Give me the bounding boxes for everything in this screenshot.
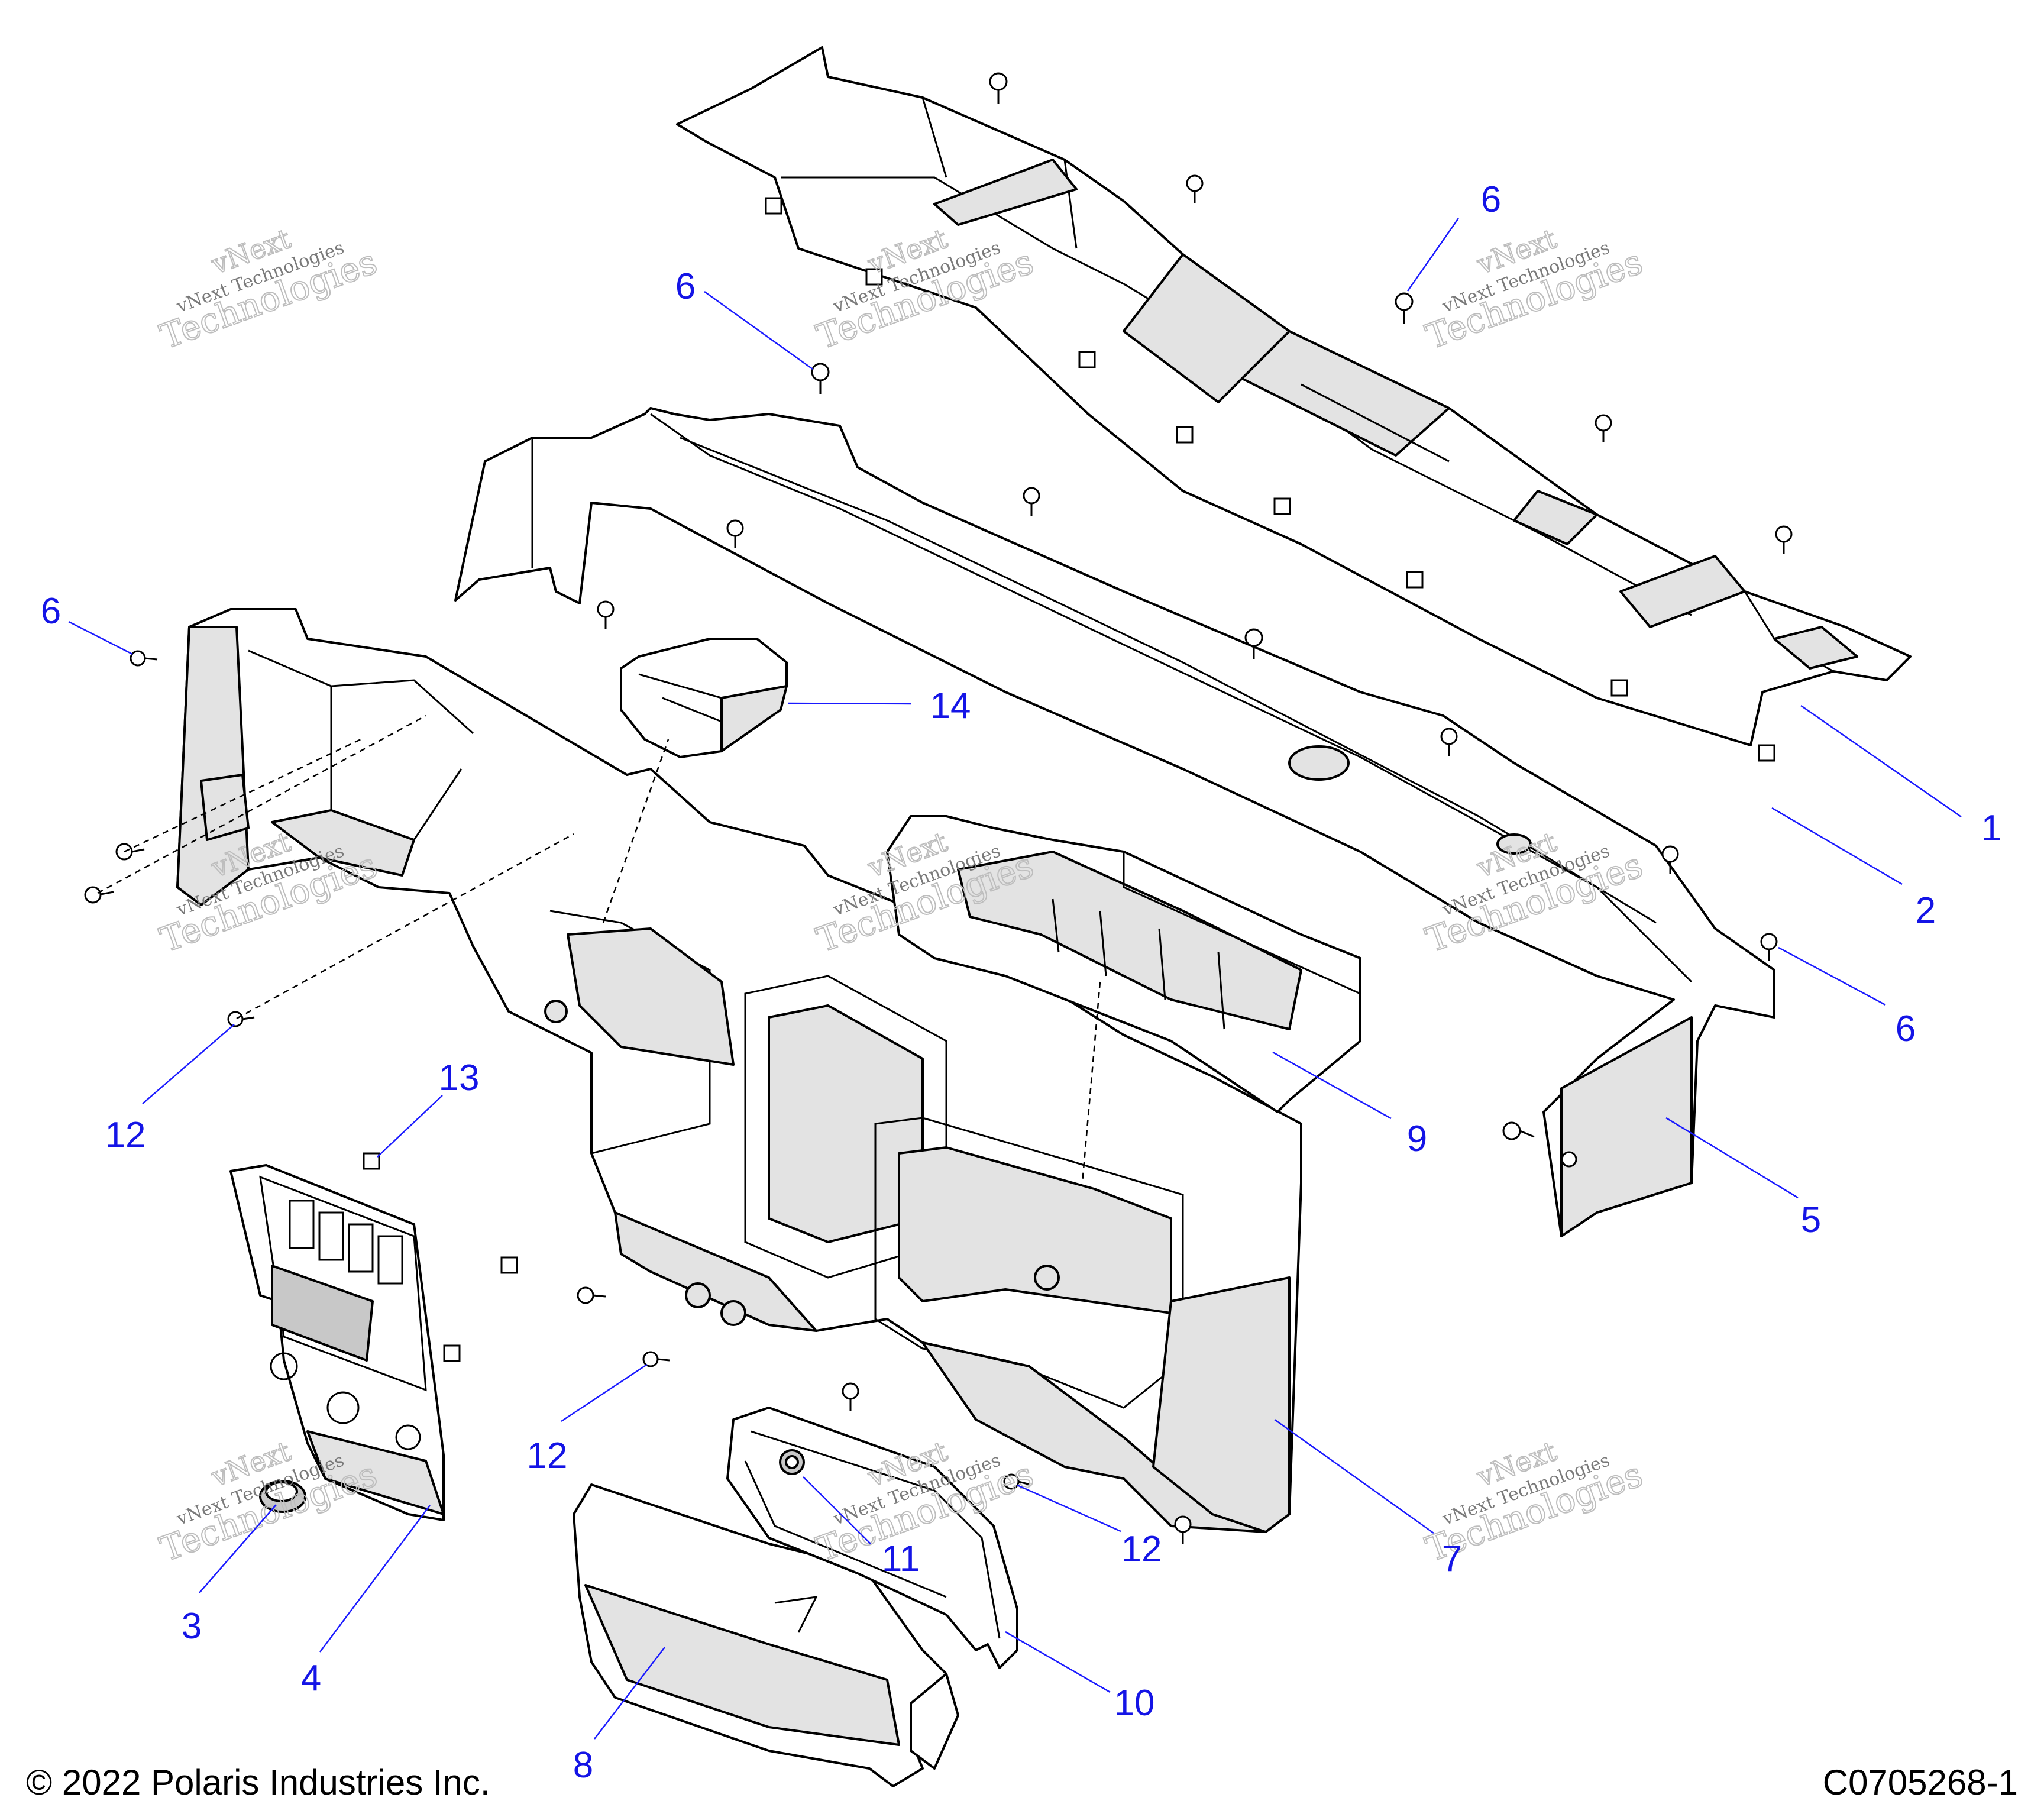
callout-8: 8 — [573, 1745, 593, 1786]
callout-7: 7 — [1442, 1538, 1462, 1579]
callout-11: 11 — [882, 1538, 920, 1579]
callout-14: 14 — [930, 686, 971, 726]
clip — [1273, 497, 1291, 515]
callout-5: 5 — [1801, 1200, 1821, 1240]
callout-1: 1 — [1981, 808, 2001, 849]
leader-12-b — [561, 1363, 648, 1422]
leader-11 — [803, 1476, 871, 1544]
clip — [765, 197, 782, 215]
screw — [1174, 1515, 1192, 1544]
callout-12-a: 12 — [105, 1115, 146, 1156]
screw — [1661, 845, 1679, 874]
callout-6-c: 6 — [41, 591, 61, 632]
dash-support-bar — [454, 407, 1775, 1237]
screw — [642, 1351, 670, 1367]
callout-6-a: 6 — [675, 266, 696, 307]
leader-6-d — [1778, 946, 1886, 1006]
copyright-text: © 2022 Polaris Industries Inc. — [26, 1763, 490, 1802]
knob-cap — [259, 1480, 306, 1513]
clip — [443, 1344, 461, 1362]
screw — [1186, 174, 1204, 203]
callout-12-b: 12 — [527, 1436, 568, 1476]
switch-bezel — [229, 1164, 445, 1521]
upper-dash-panel — [676, 46, 1912, 746]
screw — [84, 886, 114, 904]
glove-box-gasket — [726, 1407, 1018, 1669]
clip — [1176, 426, 1194, 444]
leader-3 — [199, 1504, 277, 1593]
leader-10 — [1005, 1631, 1111, 1693]
callout-12-c: 12 — [1121, 1529, 1162, 1570]
screw — [1395, 292, 1414, 324]
screw — [1244, 628, 1263, 659]
storage-bin — [620, 638, 788, 758]
callout-4: 4 — [301, 1658, 321, 1699]
screw — [115, 843, 145, 861]
assembly-lines — [97, 714, 1101, 1184]
leader-12-c — [1017, 1484, 1121, 1533]
screw — [227, 1011, 255, 1027]
grommet — [779, 1449, 805, 1475]
screw — [989, 72, 1008, 104]
leader-6-c — [68, 620, 133, 655]
leader-7 — [1274, 1418, 1434, 1534]
leader-2 — [1771, 807, 1903, 885]
glove-box-door — [573, 1483, 959, 1787]
screw — [1440, 728, 1458, 756]
leader-4 — [319, 1505, 431, 1653]
screw — [842, 1382, 859, 1411]
clip — [1758, 744, 1775, 762]
callout-9: 9 — [1407, 1118, 1427, 1159]
leader-1 — [1800, 704, 1962, 818]
screw — [1502, 1121, 1535, 1140]
clip — [363, 1152, 380, 1170]
dash-tray — [886, 815, 1361, 1113]
leader-13 — [377, 1095, 443, 1158]
leader-5 — [1665, 1117, 1799, 1199]
callouts: 1 2 3 4 5 6 6 6 6 7 8 9 10 11 12 12 12 1… — [41, 179, 2001, 1786]
callout-3: 3 — [182, 1606, 202, 1647]
callout-6-b: 6 — [1481, 179, 1501, 220]
clip — [1078, 351, 1096, 368]
screw — [1760, 933, 1778, 961]
leader-lines — [68, 218, 1962, 1740]
watermark: vNext vNext Technologies Technologies — [1420, 222, 1648, 358]
leader-8 — [594, 1647, 665, 1740]
drawing-number: C0705268-1 — [1822, 1763, 2018, 1802]
callout-10: 10 — [1114, 1683, 1155, 1724]
screw — [726, 519, 744, 548]
callout-6-d: 6 — [1896, 1008, 1916, 1049]
clip — [500, 1256, 518, 1274]
clip — [1406, 571, 1424, 589]
leader-12-a — [142, 1024, 235, 1104]
screw — [577, 1286, 606, 1304]
screw — [1561, 1151, 1577, 1168]
watermark: vNext vNext Technologies Technologies — [154, 222, 383, 358]
screw — [130, 650, 158, 667]
screw — [597, 600, 615, 629]
leader-6-a — [704, 290, 813, 370]
leader-9 — [1272, 1051, 1392, 1120]
clip — [1610, 679, 1628, 697]
screw — [1595, 414, 1612, 442]
main-dash-housing — [176, 608, 1302, 1533]
screw — [1023, 487, 1040, 516]
callout-13: 13 — [439, 1058, 480, 1098]
callout-2: 2 — [1916, 890, 1936, 931]
watermark: vNext vNext Technologies Technologies — [1420, 1434, 1648, 1570]
leader-6-b — [1406, 218, 1460, 292]
screw — [1003, 1473, 1031, 1490]
leader-14 — [787, 702, 911, 705]
screw — [1775, 525, 1793, 554]
screw — [811, 363, 830, 394]
clip — [865, 268, 883, 286]
fasteners — [84, 72, 1793, 1544]
